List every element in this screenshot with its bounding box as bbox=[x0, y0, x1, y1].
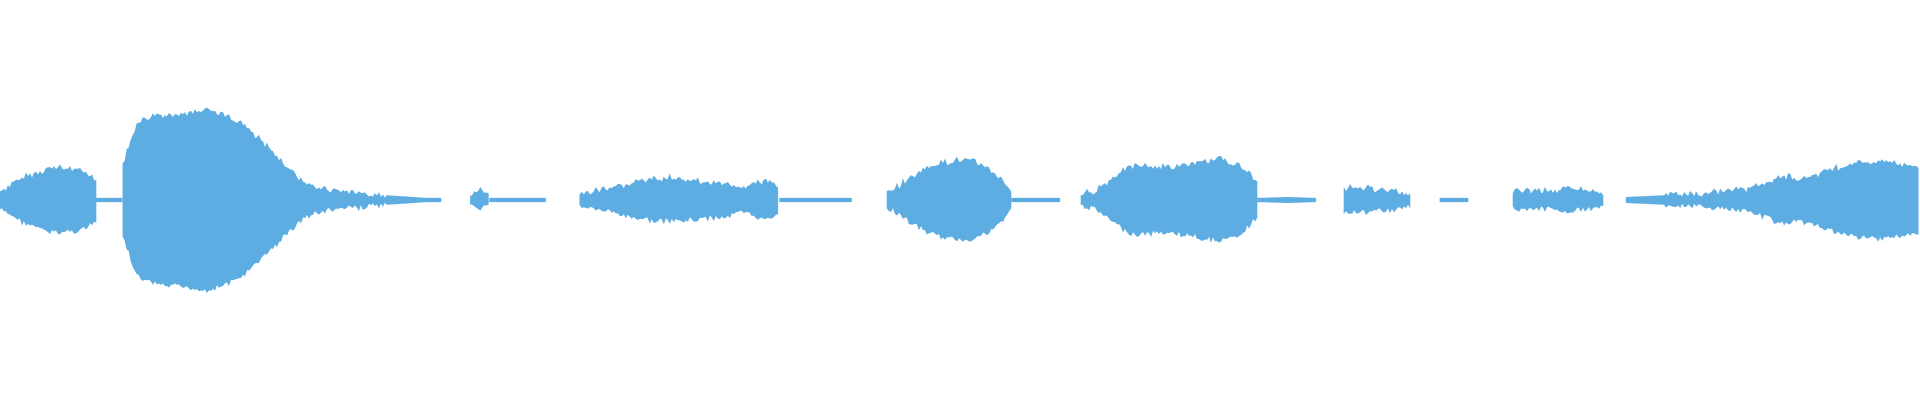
waveform-segment-4 bbox=[470, 186, 489, 211]
waveform-segment-11 bbox=[1257, 196, 1316, 204]
waveform-segment-1 bbox=[0, 164, 97, 235]
waveform-segment-9 bbox=[1011, 197, 1061, 203]
waveform-segment-7 bbox=[779, 197, 852, 203]
waveform-segment-13 bbox=[1439, 197, 1469, 203]
waveform-segment-15 bbox=[1625, 159, 1919, 242]
waveform-segment-14 bbox=[1512, 185, 1604, 214]
waveform-segment-6 bbox=[579, 173, 779, 225]
waveform-segment-3 bbox=[122, 107, 442, 293]
waveform-segment-8 bbox=[886, 156, 1012, 242]
waveform-segment-12 bbox=[1343, 183, 1411, 216]
waveform-segment-2 bbox=[95, 197, 123, 203]
waveform-segment-5 bbox=[489, 197, 546, 203]
waveform-segment-10 bbox=[1080, 156, 1258, 243]
